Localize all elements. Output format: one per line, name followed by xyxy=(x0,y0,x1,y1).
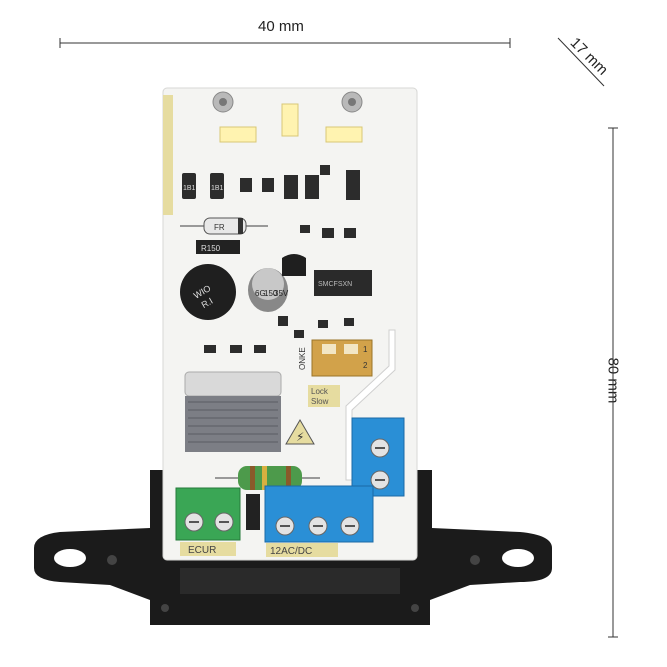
led-right xyxy=(325,126,363,143)
svg-text:⚡: ⚡ xyxy=(296,430,304,444)
input-terminal-blue xyxy=(264,485,374,543)
capacitor: 6G 150 35V xyxy=(248,268,289,312)
diode: FR xyxy=(180,217,268,235)
width-dimension-line xyxy=(59,38,511,48)
high-voltage-warning-icon: ⚡ xyxy=(285,419,315,445)
chip-marking: SMCFSXN xyxy=(318,281,352,288)
output-terminal-blue xyxy=(351,417,405,497)
screw-right xyxy=(341,91,363,113)
transformer xyxy=(184,371,282,452)
ic-chip: SMCFSXN xyxy=(314,270,372,296)
capacitor-marking-1: 6G xyxy=(255,289,266,298)
diode-marking: FR xyxy=(214,223,225,232)
lock-slow-label: Lock Slow xyxy=(308,385,340,407)
led-left xyxy=(219,126,257,143)
relay-marking-2: R.I xyxy=(200,296,215,310)
switch-pos-2: 2 xyxy=(363,361,368,370)
led-center xyxy=(281,103,299,137)
transistor xyxy=(282,254,306,276)
output-terminal-green xyxy=(175,487,241,541)
height-dimension-line xyxy=(608,127,618,638)
input-voltage-label: 12AC/DC xyxy=(270,546,312,557)
sense-resistor: R150 xyxy=(196,240,240,254)
screw-left xyxy=(212,91,234,113)
dip-switch: ONKE 1 2 xyxy=(298,339,373,377)
smd-components xyxy=(182,165,360,353)
relay: WIO R.I xyxy=(180,264,236,320)
slow-label: Slow xyxy=(311,397,329,406)
switch-pos-1: 1 xyxy=(363,345,368,354)
power-resistor xyxy=(215,466,320,490)
capacitor-marking-2: 150 xyxy=(264,289,278,298)
width-dimension-label: 40 mm xyxy=(258,18,304,35)
isolation-slot xyxy=(345,329,396,481)
smd-label-2: 1B1 xyxy=(211,185,224,192)
depth-dimension-line xyxy=(557,37,605,87)
jumper-header xyxy=(246,494,260,530)
output-label: ECUR xyxy=(188,545,216,556)
capacitor-marking-3: 35V xyxy=(274,289,289,298)
lock-label: Lock xyxy=(311,387,329,396)
resistor-marking: R150 xyxy=(201,244,221,253)
smd-label-1: 1B1 xyxy=(183,185,196,192)
switch-brand: ONKE xyxy=(298,347,307,370)
